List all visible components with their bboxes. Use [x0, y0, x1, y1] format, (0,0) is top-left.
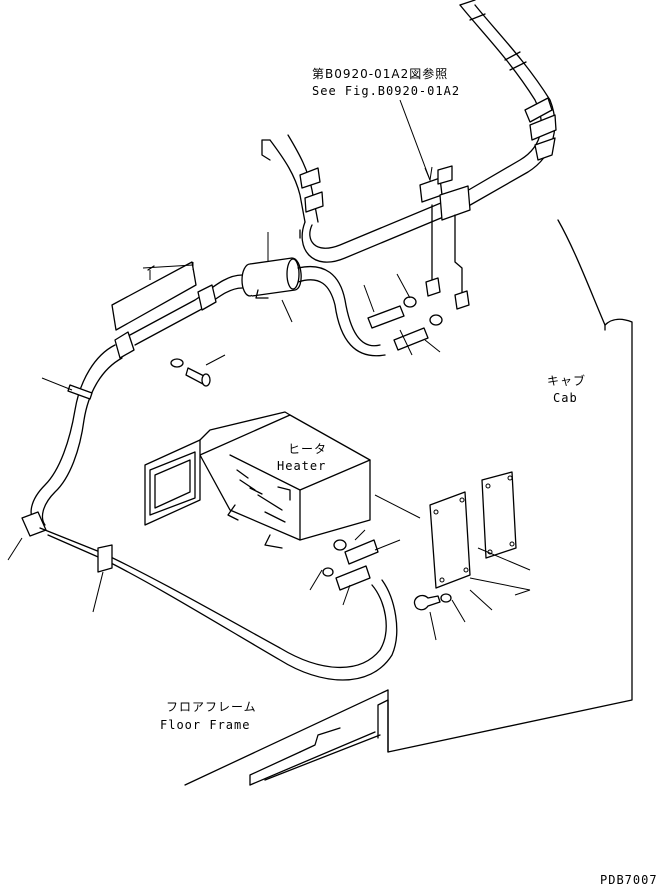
upper-hose-run [261, 0, 557, 263]
upper-sleeves [367, 296, 443, 351]
cab-label-en: Cab [553, 391, 578, 405]
ref-label-jp: 第B0920-01A2図参照 [312, 66, 448, 81]
cab-label-jp: キャブ [547, 373, 586, 388]
upper-bracket [111, 261, 197, 331]
in-line-valve [241, 257, 386, 357]
left-hose-run [21, 274, 398, 681]
heater-unit [144, 411, 371, 549]
drawing-id: PDB7007 [600, 873, 658, 887]
ref-label-en: See Fig.B0920-01A2 [312, 84, 460, 98]
floor-label-en: Floor Frame [160, 718, 250, 732]
cab-wall [387, 219, 633, 753]
bolt [170, 358, 211, 387]
cover-plates [413, 471, 517, 611]
heater-label-en: Heater [277, 459, 326, 473]
floor-label-jp: フロアフレーム [166, 700, 257, 714]
lower-sleeves [322, 539, 379, 591]
clamp-bracket [419, 165, 471, 310]
heater-label-jp: ヒータ [288, 442, 327, 456]
floor-frame [184, 689, 389, 786]
leader-lines [7, 99, 531, 641]
